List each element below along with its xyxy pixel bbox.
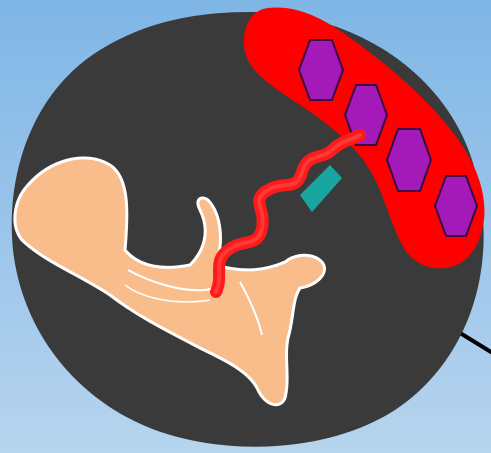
illustration-canvas [0, 0, 491, 453]
fetus-illustration [0, 0, 491, 453]
